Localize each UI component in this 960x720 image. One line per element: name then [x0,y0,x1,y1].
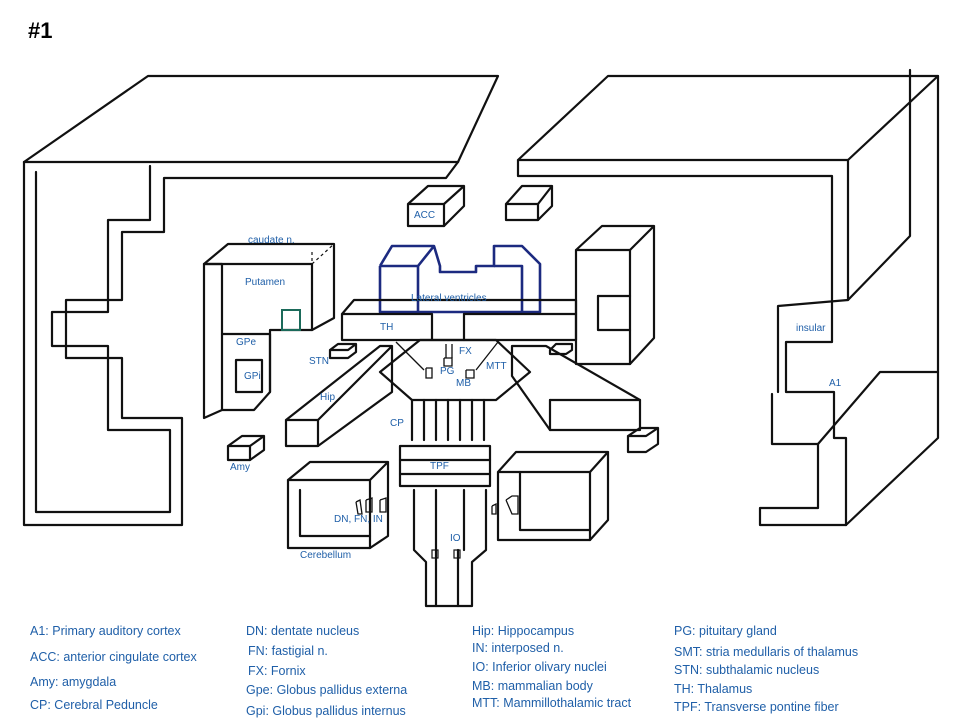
legend-item: MTT: Mammillothalamic tract [472,696,632,710]
right-insular-block [574,224,656,366]
hippocampus [284,344,642,448]
label-putamen: Putamen [245,277,286,288]
label-mtt: MTT [486,361,507,372]
label-mb: MB [456,378,471,389]
label-insular: insular [796,323,826,334]
legend-item: PG: pituitary gland [674,624,777,638]
legend-item: STN: subthalamic nucleus [674,663,820,677]
label-gpe: GPe [236,337,257,348]
legend-item: A1: Primary auditory cortex [30,624,181,638]
label-a1: A1 [829,378,842,389]
label-caudate: caudate n. [248,235,295,246]
legend-item: FX: Fornix [248,664,306,678]
legend-item: IO: Inferior olivary nuclei [472,660,607,674]
legend-item: FN: fastigial n. [248,644,328,658]
legend-item: CP: Cerebral Peduncle [30,698,158,712]
legend-item: ACC: anterior cingulate cortex [30,650,197,664]
legend-item: Gpe: Globus pallidus externa [246,683,408,697]
label-stn: STN [309,356,329,367]
label-tpf: TPF [430,461,449,472]
label-pg: PG [440,366,455,377]
legend-item: MB: mammalian body [472,679,593,693]
label-lateral-ventricles: Lateral ventricles [411,293,487,304]
acc-blocks [406,184,554,228]
legend-item: Hip: Hippocampus [472,624,575,638]
left-cortex [22,74,500,527]
legend-item: Gpi: Globus pallidus internus [246,704,406,718]
midbrain [378,338,532,442]
medulla [412,488,488,608]
label-hip: Hip [320,392,336,403]
legend-item: IN: interposed n. [472,641,564,655]
legend-item: SMT: stria medullaris of thalamus [674,645,859,659]
stn-block [328,342,574,360]
legend-item: TH: Thalamus [674,682,753,696]
label-fx: FX [459,346,472,357]
cerebellum-right [491,450,610,542]
legend-item: Amy: amygdala [30,675,117,689]
diagram-title: #1 [28,18,53,43]
lateral-ventricles [378,244,542,314]
label-io: IO [450,533,461,544]
label-cerebellum: Cerebellum [300,550,352,561]
cerebellum-left [286,460,390,550]
legend-item: TPF: Transverse pontine fiber [674,700,839,714]
legend-item: DN: dentate nucleus [246,624,360,638]
label-gpi: GPi [244,371,261,382]
label-amy: Amy [230,462,250,473]
label-acc: ACC [414,210,436,221]
label-th: TH [380,322,394,333]
label-cp: CP [390,418,404,429]
right-cortex [516,68,940,527]
basal-ganglia [202,242,336,420]
pons [398,444,492,488]
amygdala [226,426,660,462]
label-dn-fn-in: DN, FN, IN [334,514,383,525]
